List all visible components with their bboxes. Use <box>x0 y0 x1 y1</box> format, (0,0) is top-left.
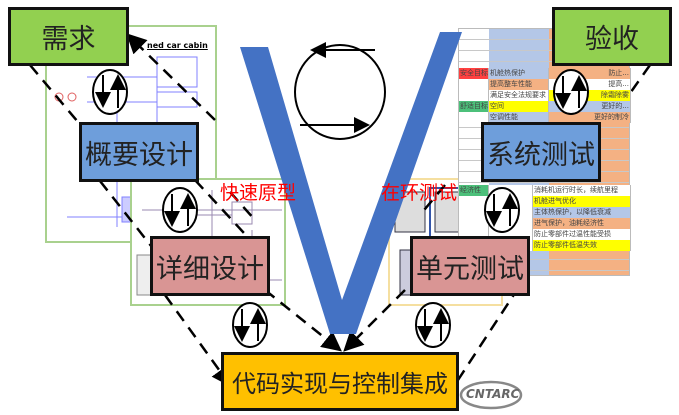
table-cell <box>459 79 489 90</box>
table-cell: 提高... <box>549 79 631 90</box>
table-cell <box>459 90 489 101</box>
table-cell: 满足安全法规要求 <box>489 90 549 101</box>
table-cell: 更好的... <box>549 101 631 112</box>
loop-icon <box>232 302 268 348</box>
implementation-box[interactable]: 代码实现与控制集成 <box>221 352 459 411</box>
table-cell: 除霜除雾 <box>549 90 631 101</box>
table-cell <box>459 112 489 123</box>
table-row: 防止零部件过温性能受损 <box>459 229 631 240</box>
table-row: 提高整车性能提高... <box>459 79 631 90</box>
table-cell: 提高整车性能 <box>489 79 549 90</box>
table-row: 安全目标机舱热保护防止... <box>459 68 631 79</box>
table-cell: 防止零部件低温失效 <box>533 240 631 251</box>
table-cell: 空间 <box>489 101 549 112</box>
loop-icon <box>415 302 451 348</box>
acceptance-box[interactable]: 验收 <box>552 7 672 66</box>
loop-icon <box>162 187 198 233</box>
table-cell: 更好的制冷 <box>549 112 631 123</box>
cabin-model-title: ned car cabin <box>147 41 208 50</box>
table-cell: 经济性 <box>459 185 489 196</box>
table-row: 空调性能更好的制冷 <box>459 112 631 123</box>
table-cell: 防止零部件过温性能受损 <box>533 229 631 240</box>
table-row: 舒适目标空间更好的... <box>459 101 631 112</box>
logo-text: CNTARC <box>466 387 520 401</box>
in-loop-test-label: 在环测试 <box>381 182 458 204</box>
v-letter <box>240 32 462 334</box>
table-cell: 机舱进气优化 <box>533 196 631 207</box>
table-cell: 安全目标 <box>459 68 489 79</box>
preliminary-design-box[interactable]: 概要设计 <box>79 122 199 182</box>
loop-icon <box>484 187 520 233</box>
system-test-box[interactable]: 系统测试 <box>481 122 601 182</box>
table-cell: 空调性能 <box>489 112 549 123</box>
loop-icon <box>553 69 589 115</box>
table-row: 满足安全法规要求除霜除雾 <box>459 90 631 101</box>
table-cell: 防止... <box>549 68 631 79</box>
requirements-box[interactable]: 需求 <box>8 7 129 66</box>
big-loop-icon <box>294 42 386 140</box>
table-cell: 主体热保护，以降低衰减 <box>533 207 631 218</box>
table-cell: 进气保护，油耗经济性 <box>533 218 631 229</box>
table-cell: 消耗机运行时长，续航里程 <box>533 185 631 196</box>
rapid-prototype-label: 快速原型 <box>220 182 297 204</box>
logo-ring <box>459 380 523 410</box>
detailed-design-box[interactable]: 详细设计 <box>150 236 270 296</box>
table-cell: 机舱热保护 <box>489 68 549 79</box>
table-cell <box>489 229 533 240</box>
loop-icon <box>92 69 128 115</box>
table-cell <box>459 229 489 240</box>
unit-test-box[interactable]: 单元测试 <box>410 236 530 296</box>
table-cell: 舒适目标 <box>459 101 489 112</box>
iteration-loops <box>92 42 589 348</box>
